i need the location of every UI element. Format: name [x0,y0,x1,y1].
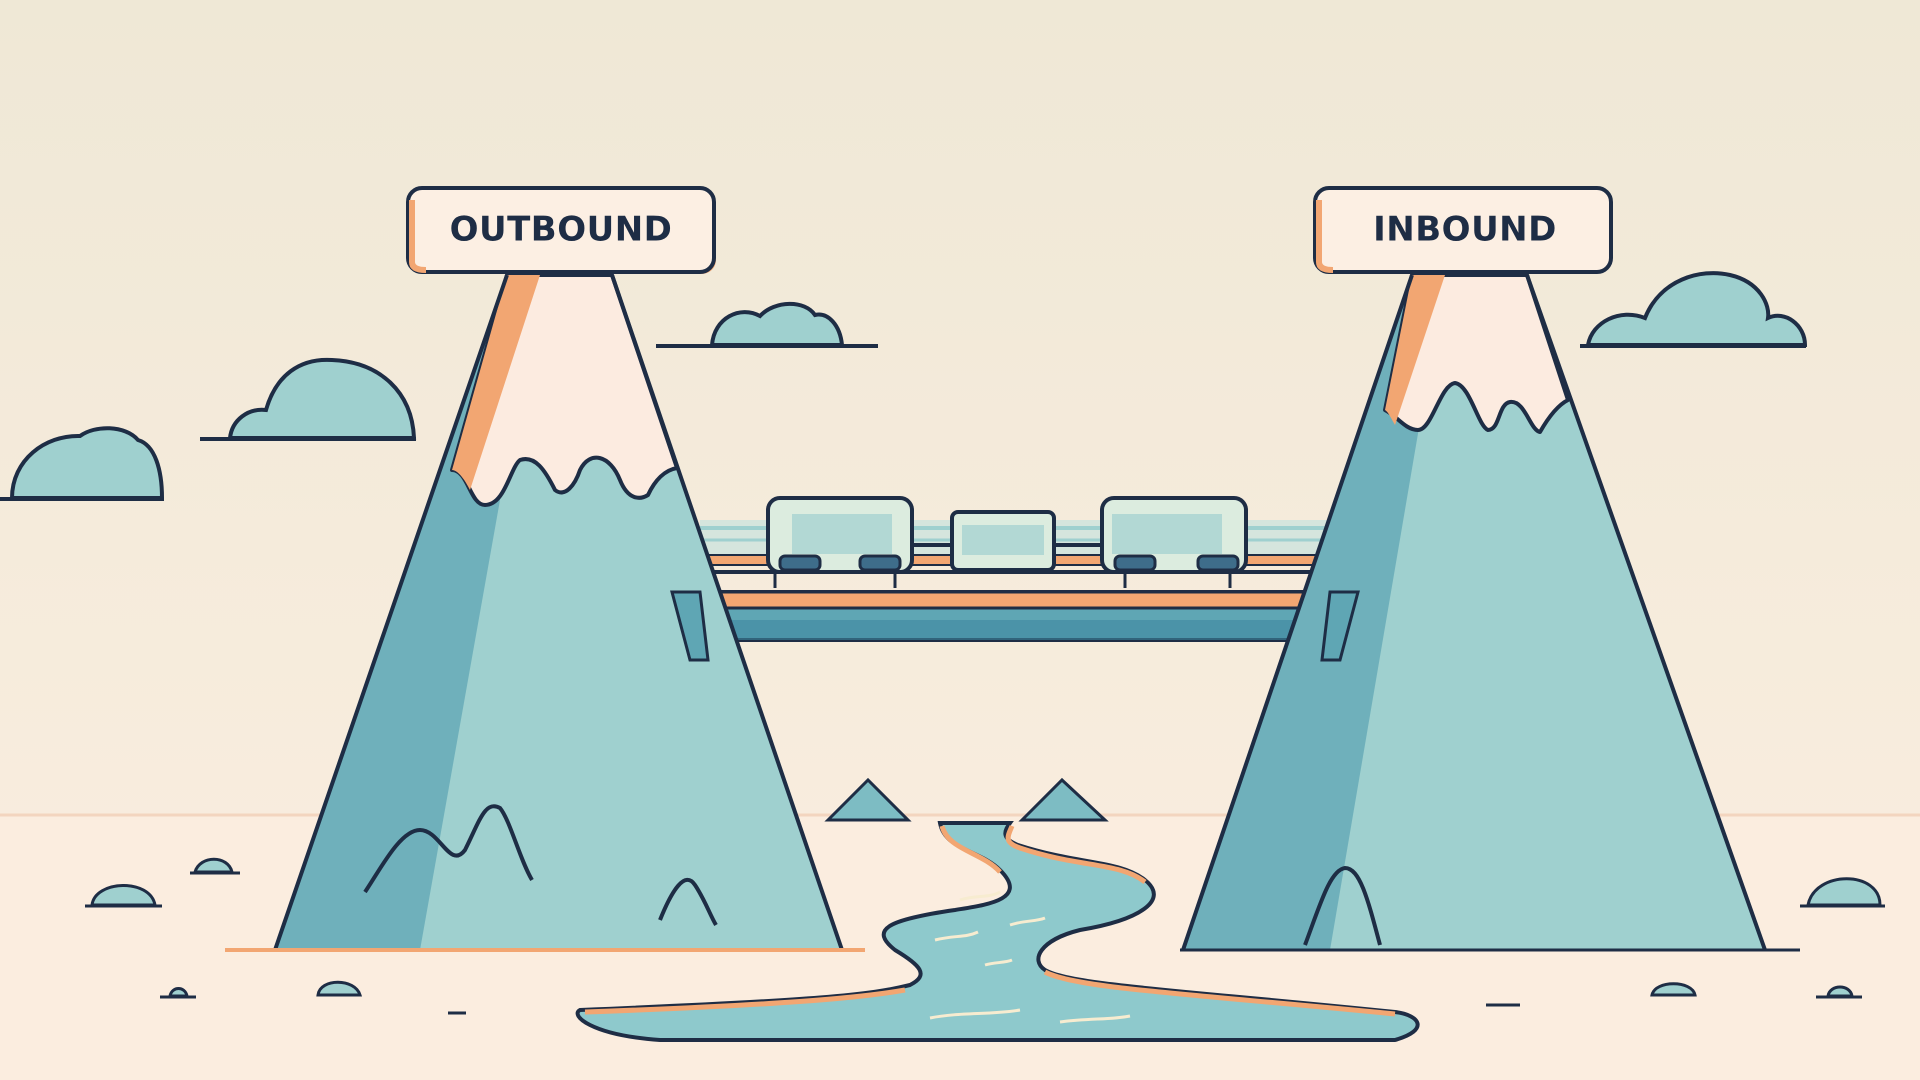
mountain-icon [1181,273,1767,951]
cloud-icon [656,301,878,348]
rock-icon [85,857,1885,1015]
sign-label-outbound: OUTBOUND [450,210,673,250]
river-icon [575,821,1420,1042]
bridge-end [670,590,710,662]
bridge-icon [669,590,1361,642]
cloud-icon [1580,271,1808,348]
cloud-icon [200,357,417,441]
sign-label-inbound: INBOUND [1373,210,1557,250]
mountain-icon [273,273,844,951]
signboard-outbound: OUTBOUND [406,186,716,274]
signboard-inbound: INBOUND [1313,186,1613,274]
cloud-icon [0,426,165,501]
distant-peak-icon [824,777,1109,822]
bridge-end [1320,590,1360,662]
train-icon [700,496,1330,588]
